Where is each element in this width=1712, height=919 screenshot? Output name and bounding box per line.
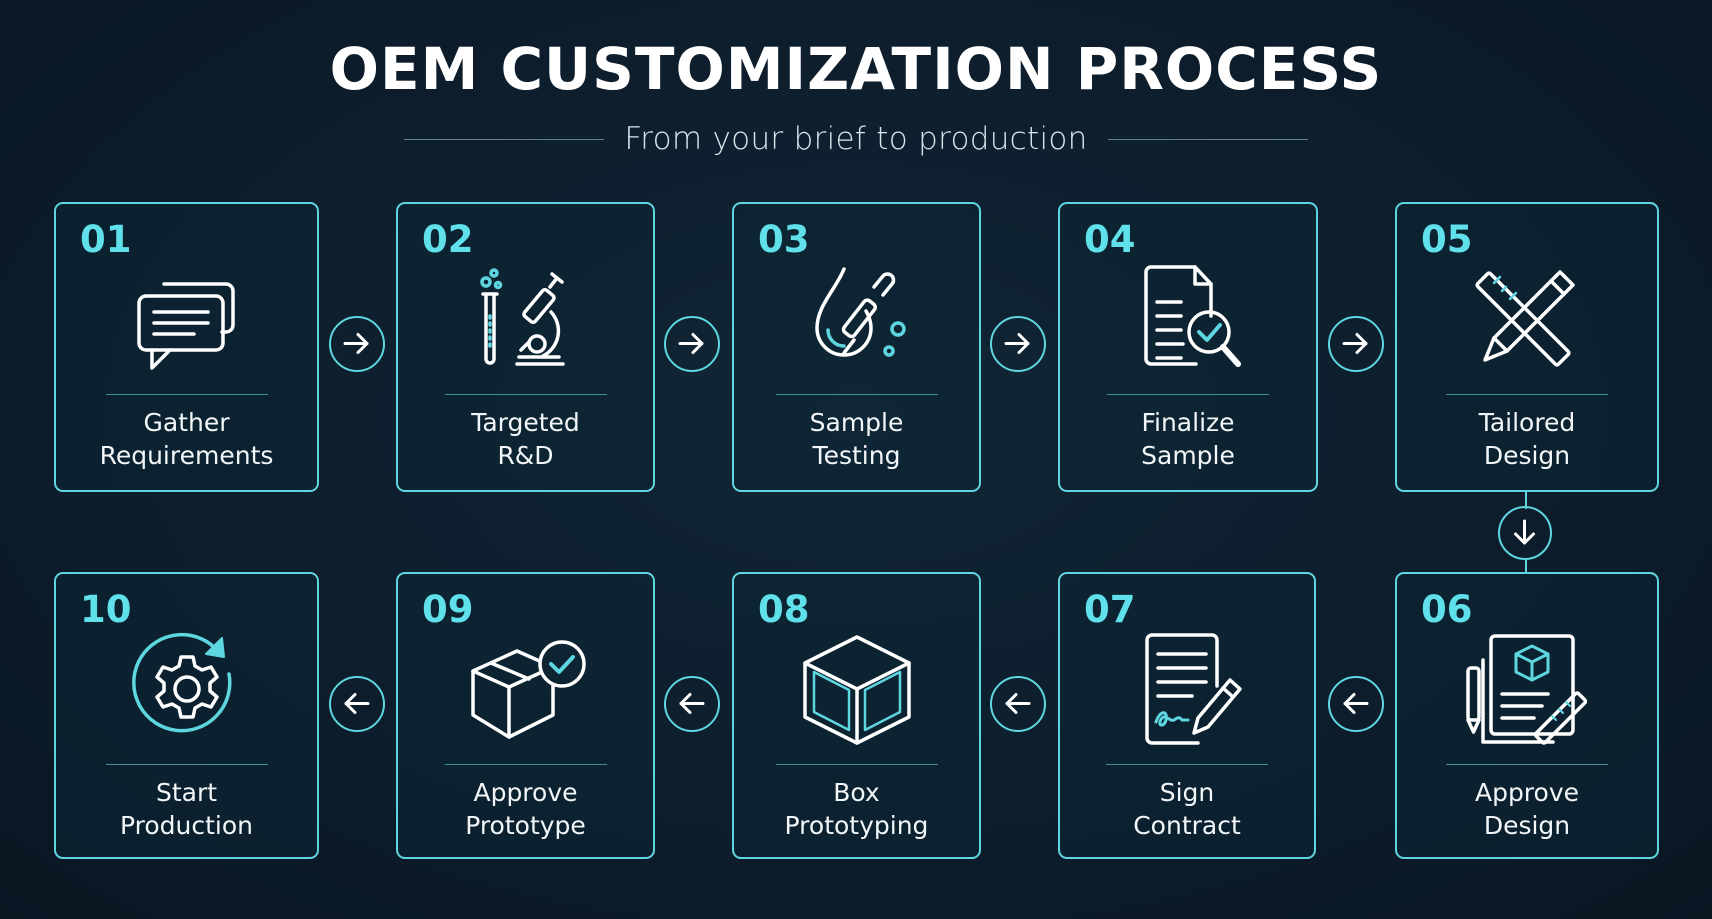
arrow-down-icon <box>1498 506 1552 560</box>
arrow-left-icon <box>664 676 720 732</box>
arrow-left-icon <box>329 676 385 732</box>
design-sheet-pencil-icon <box>1462 624 1592 754</box>
card-divider <box>1446 764 1608 765</box>
step-number: 08 <box>758 588 810 631</box>
page-subtitle: From your brief to production <box>624 121 1088 157</box>
arrow-right-icon <box>664 316 720 372</box>
ruler-pencil-icon <box>1462 254 1592 384</box>
subtitle-divider-right <box>1107 138 1308 140</box>
card-divider <box>1446 394 1608 395</box>
page-title: OEM CUSTOMIZATION PROCESS <box>329 35 1383 103</box>
chat-bubbles-icon <box>122 254 252 384</box>
card-divider <box>1107 394 1269 395</box>
step-number: 09 <box>422 588 474 631</box>
step-number: 03 <box>758 218 810 261</box>
subtitle-divider-left <box>404 138 605 140</box>
contract-signature-icon <box>1122 624 1252 754</box>
box-checkmark-icon <box>461 624 591 754</box>
step-number: 01 <box>80 218 132 261</box>
step-number: 02 <box>422 218 474 261</box>
gear-cycle-icon <box>122 624 252 754</box>
test-tube-microscope-icon <box>461 254 591 384</box>
arrow-left-icon <box>1328 676 1384 732</box>
step-number: 10 <box>80 588 132 631</box>
step-number: 07 <box>1084 588 1136 631</box>
connector-line <box>1525 560 1527 572</box>
card-divider <box>105 764 268 765</box>
arrow-right-icon <box>329 316 385 372</box>
card-divider <box>444 764 607 765</box>
arrow-left-icon <box>990 676 1046 732</box>
card-divider <box>105 394 268 395</box>
droplet-pipette-icon <box>792 254 922 384</box>
arrow-right-icon <box>1328 316 1384 372</box>
document-magnifier-check-icon <box>1123 254 1253 384</box>
step-number: 05 <box>1421 218 1473 261</box>
step-number: 04 <box>1084 218 1136 261</box>
arrow-right-icon <box>990 316 1046 372</box>
step-number: 06 <box>1421 588 1473 631</box>
connector-line <box>1525 492 1527 509</box>
card-divider <box>775 394 938 395</box>
subtitle-row: From your brief to production <box>0 114 1712 164</box>
card-divider <box>1106 764 1268 765</box>
card-divider <box>444 394 607 395</box>
box-icon <box>792 624 922 754</box>
card-divider <box>775 764 938 765</box>
